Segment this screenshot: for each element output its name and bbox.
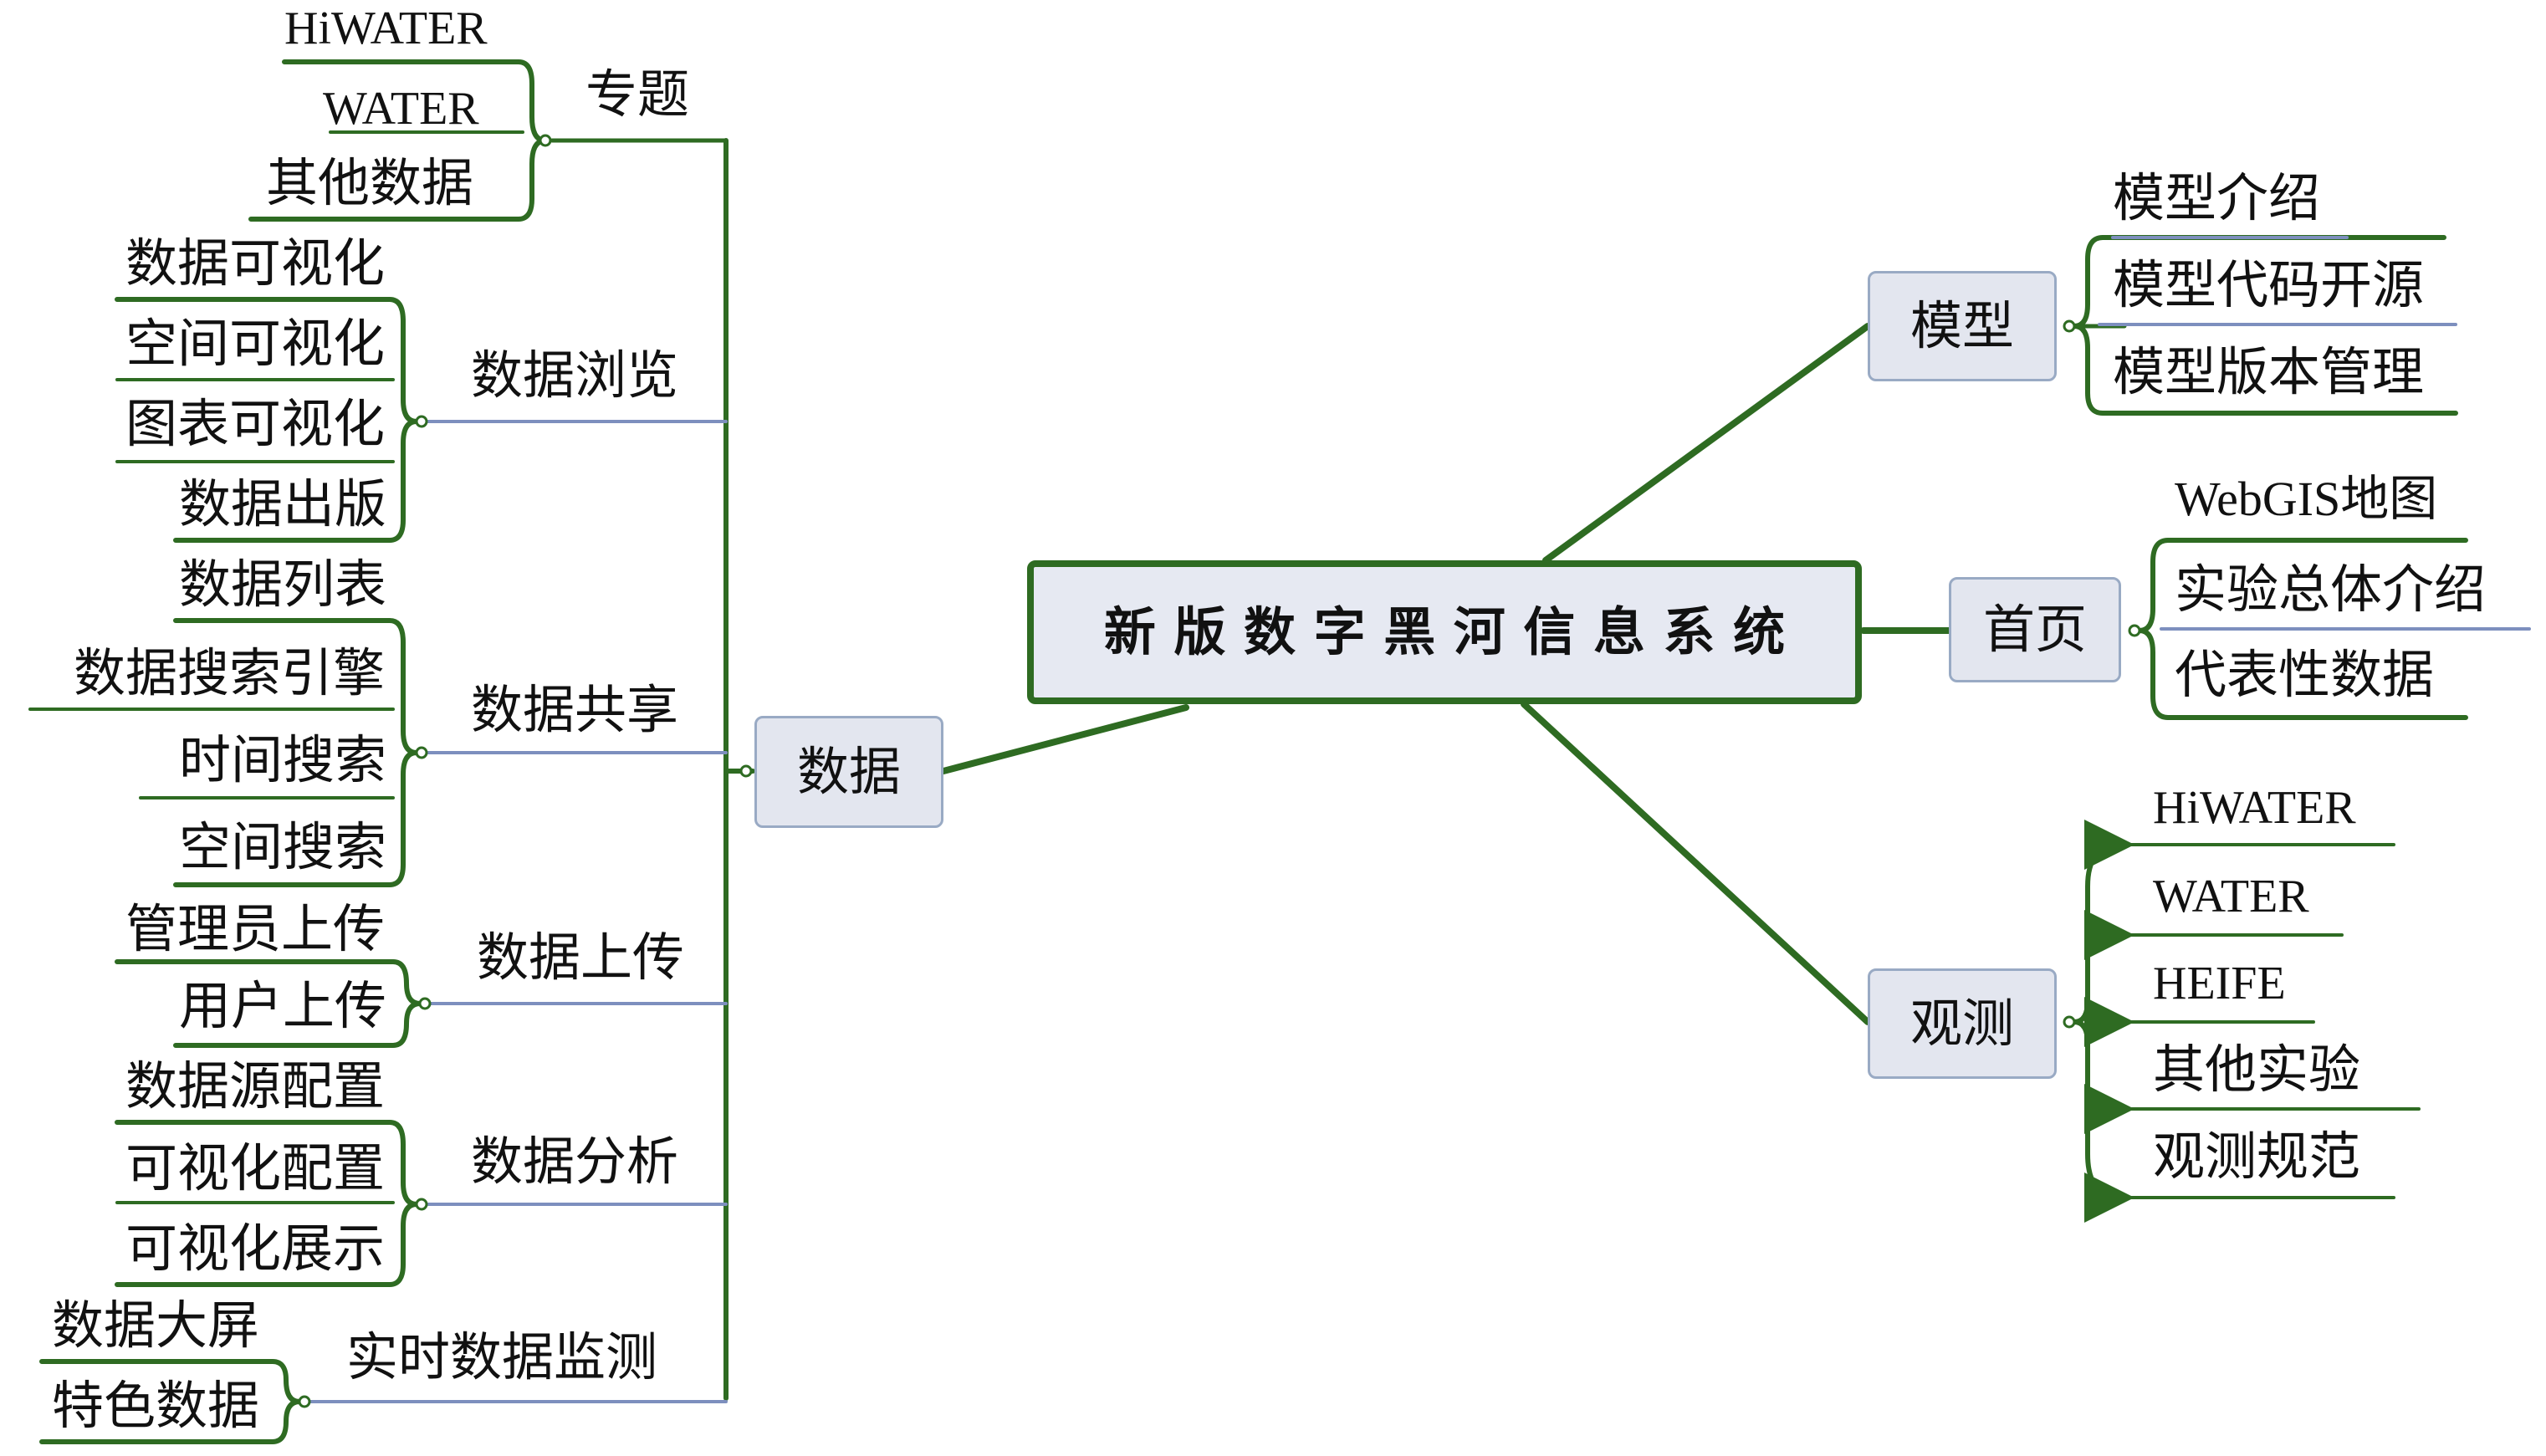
node-guance[interactable]: 观测 bbox=[1868, 968, 2057, 1079]
node-moxing[interactable]: 模型 bbox=[1868, 271, 2057, 381]
leaf-fenxi-1[interactable]: 数据源配置 bbox=[125, 1055, 386, 1116]
leaf-guance-5[interactable]: 观测规范 bbox=[2153, 1126, 2361, 1187]
node-shuju[interactable]: 数据 bbox=[754, 716, 943, 828]
leaf-gongxiang-4[interactable]: 空间搜索 bbox=[179, 816, 387, 877]
connector-center-moxing bbox=[1542, 323, 1871, 564]
group-liulan[interactable]: 数据浏览 bbox=[471, 345, 679, 406]
node-shouye-label: 首页 bbox=[1982, 599, 2087, 660]
leaf-liulan-4[interactable]: 数据出版 bbox=[179, 473, 387, 534]
leaf-jiance-2[interactable]: 特色数据 bbox=[52, 1375, 260, 1436]
node-guance-label: 观测 bbox=[1910, 993, 2014, 1054]
leaf-fenxi-2[interactable]: 可视化配置 bbox=[125, 1137, 386, 1198]
group-fenxi[interactable]: 数据分析 bbox=[471, 1131, 679, 1192]
group-gongxiang[interactable]: 数据共享 bbox=[471, 679, 679, 740]
leaf-shangchuan-1[interactable]: 管理员上传 bbox=[125, 898, 386, 959]
leaf-guance-4[interactable]: 其他实验 bbox=[2153, 1039, 2361, 1100]
group-jiance[interactable]: 实时数据监测 bbox=[346, 1326, 658, 1387]
connector-center-guance bbox=[1521, 701, 1871, 1025]
leaf-liulan-3[interactable]: 图表可视化 bbox=[125, 393, 386, 454]
leaf-zhuanti-water[interactable]: WATER bbox=[323, 83, 479, 135]
leaf-shouye-3[interactable]: 代表性数据 bbox=[2175, 644, 2435, 705]
leaf-shangchuan-2[interactable]: 用户上传 bbox=[179, 975, 387, 1036]
leaf-guance-3[interactable]: HEIFE bbox=[2153, 958, 2286, 1009]
leaf-zhuanti-hiwater[interactable]: HiWATER bbox=[284, 3, 488, 54]
leaf-shouye-1[interactable]: WebGIS地图 bbox=[2175, 472, 2438, 526]
leaf-liulan-2[interactable]: 空间可视化 bbox=[125, 313, 386, 374]
central-node-label: 新 版 数 字 黑 河 信 息 系 统 bbox=[1103, 601, 1786, 662]
leaf-liulan-1[interactable]: 数据可视化 bbox=[125, 232, 386, 294]
leaf-jiance-1[interactable]: 数据大屏 bbox=[52, 1295, 260, 1356]
leaf-moxing-1[interactable]: 模型介绍 bbox=[2113, 167, 2321, 228]
leaf-gongxiang-2[interactable]: 数据搜索引擎 bbox=[74, 642, 386, 703]
leaf-guance-1[interactable]: HiWATER bbox=[2153, 782, 2356, 834]
leaf-moxing-2[interactable]: 模型代码开源 bbox=[2113, 254, 2425, 315]
group-shangchuan[interactable]: 数据上传 bbox=[477, 927, 685, 988]
leaf-fenxi-3[interactable]: 可视化展示 bbox=[125, 1218, 386, 1279]
leaf-shouye-2[interactable]: 实验总体介绍 bbox=[2175, 559, 2487, 620]
group-zhuanti[interactable]: 专题 bbox=[585, 64, 690, 125]
node-shuju-label: 数据 bbox=[796, 741, 901, 802]
node-moxing-label: 模型 bbox=[1910, 295, 2014, 356]
leaf-gongxiang-3[interactable]: 时间搜索 bbox=[179, 729, 387, 790]
leaf-guance-2[interactable]: WATER bbox=[2153, 871, 2309, 922]
leaf-moxing-3[interactable]: 模型版本管理 bbox=[2113, 341, 2425, 402]
node-shouye[interactable]: 首页 bbox=[1949, 577, 2121, 682]
connector-center-shuju bbox=[940, 704, 1189, 774]
central-node[interactable]: 新 版 数 字 黑 河 信 息 系 统 bbox=[1027, 560, 1862, 704]
leaf-gongxiang-1[interactable]: 数据列表 bbox=[179, 554, 387, 615]
leaf-zhuanti-other[interactable]: 其他数据 bbox=[266, 152, 474, 213]
